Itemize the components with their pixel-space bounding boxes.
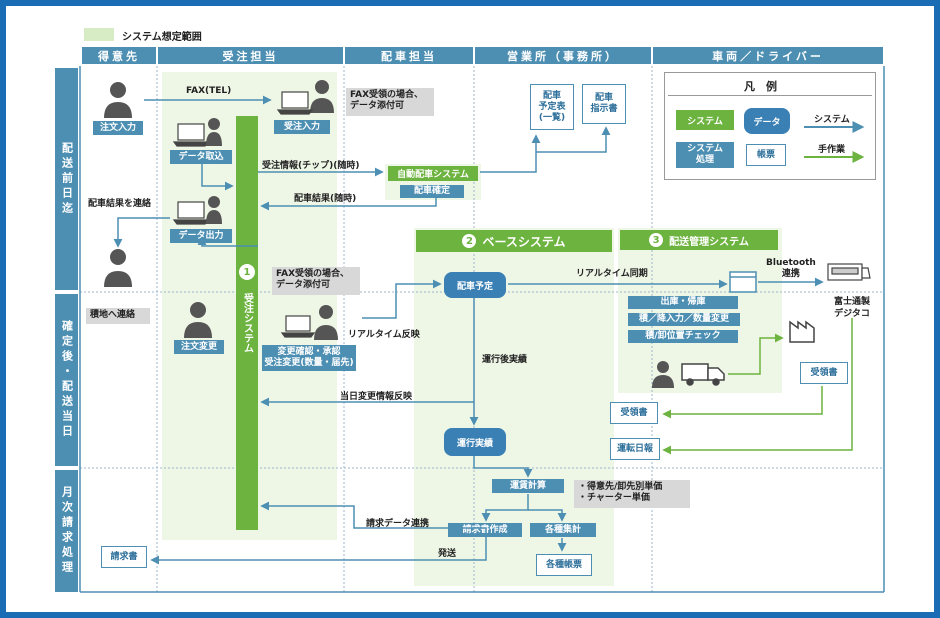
order-data-output: データ出力 <box>170 229 232 243</box>
base-system-title: ベースシステム <box>482 234 566 249</box>
dispatch-auto-system: 自動配車システム <box>388 166 478 181</box>
legend-data: データ <box>744 108 790 134</box>
lane-dispatch-staff: 配車担当 <box>345 47 473 64</box>
lane-office: 営業所（事務所） <box>475 47 651 64</box>
base-ledgers: 各種帳票 <box>536 554 592 576</box>
order-input: 受注入力 <box>274 120 330 134</box>
delivery-system-num: 3 <box>649 233 664 247</box>
laptop-icon-order-change <box>280 315 316 338</box>
scope-legend-swatch <box>84 28 114 41</box>
base-actual: 運行実績 <box>444 428 506 456</box>
factory-icon <box>789 320 815 343</box>
flow-dispatch-result: 配車結果(随時) <box>294 194 357 204</box>
delivery-item-out-return: 出庫・帰庫 <box>628 296 738 309</box>
person-icon-customer-result <box>104 249 132 287</box>
order-data-import: データ取込 <box>170 150 232 164</box>
person-icon-driver <box>652 361 674 388</box>
delivery-receipt: 受領書 <box>610 402 658 424</box>
flow-fax-tel: FAX(TEL) <box>186 86 232 96</box>
lane-order-staff: 受注担当 <box>158 47 343 64</box>
customer-order-change: 注文変更 <box>174 340 224 354</box>
legend-ledger: 帳票 <box>746 144 786 166</box>
order-fax-note2: FAX受領の場合、 データ添付可 <box>272 267 360 295</box>
flow-sameday-change: 当日変更情報反映 <box>340 392 413 402</box>
office-schedule-list: 配車 予定表 (一覧) <box>530 84 574 130</box>
person-icon-order-change <box>314 305 338 340</box>
delivery-item-position-check: 積/卸位置チェック <box>628 330 738 343</box>
order-system-bar <box>236 116 258 530</box>
row-monthly-billing: 月次請求処理 <box>55 470 78 592</box>
flow-realtime-sync: リアルタイム同期 <box>576 269 648 279</box>
order-system-num-text: 1 <box>243 266 251 278</box>
order-fax-note: FAX受領の場合、 データ添付可 <box>346 88 434 116</box>
base-aggregate: 各種集計 <box>530 523 596 537</box>
delivery-item-load-input: 積／降入力／数量変更 <box>628 313 740 326</box>
order-system-name: 受注システム <box>241 293 253 353</box>
office-instruction: 配車 指示書 <box>582 84 626 124</box>
lane-customer: 得意先 <box>82 47 156 64</box>
truck-icon <box>681 363 725 386</box>
flow-billing-data: 請求データ連携 <box>366 519 430 529</box>
lane-vehicle-driver: 車両／ドライバー <box>653 47 883 64</box>
digitaco-icon <box>827 263 871 281</box>
person-icon-order-staff <box>310 80 334 113</box>
legend-divider <box>668 95 872 96</box>
base-system-num: 2 <box>462 234 477 248</box>
order-system-num: 1 <box>239 264 255 280</box>
base-fare-calc: 運賃計算 <box>492 479 564 493</box>
laptop-icon-order-input <box>276 91 314 115</box>
customer-order-input: 注文入力 <box>93 121 143 135</box>
flow-send: 発送 <box>438 549 457 559</box>
delivery-receipt-driver: 受領書 <box>800 362 848 384</box>
base-plan: 配車予定 <box>444 272 506 298</box>
customer-invoice: 請求書 <box>101 546 147 568</box>
legend-system: システム <box>676 110 734 130</box>
flow-after-run: 運行後実績 <box>482 355 528 365</box>
delivery-system-header: 3 配送管理システム <box>620 230 778 250</box>
flow-bluetooth: Bluetooth 連携 <box>766 258 816 279</box>
customer-result-contact: 配車結果を連絡 <box>88 199 152 209</box>
legend-arrow-system-label: システム <box>814 115 850 125</box>
customer-loading-contact: 積地へ連絡 <box>86 308 150 324</box>
laptop-icon-data-import <box>172 118 222 147</box>
row-delivery-day: 確定後・配送当日 <box>55 294 78 466</box>
dispatch-confirm: 配車確定 <box>400 185 464 198</box>
legend-system-process: システム 処理 <box>676 142 734 168</box>
delivery-driving-report: 運転日報 <box>610 438 660 460</box>
legend-title: 凡 例 <box>744 80 777 93</box>
base-invoice-make: 請求書作成 <box>448 523 522 537</box>
flow-order-info: 受注情報(チップ)(随時) <box>262 161 360 171</box>
scope-legend-label: システム想定範囲 <box>122 32 202 43</box>
person-icon-customer-order <box>104 82 132 118</box>
window-icon-delivery-app <box>729 271 757 293</box>
base-system-header: 2 ベースシステム <box>416 230 612 252</box>
delivery-system-title: 配送管理システム <box>669 236 749 248</box>
legend-arrow-manual-label: 手作業 <box>818 145 846 155</box>
row-before-delivery: 配送前日迄 <box>55 68 78 290</box>
person-icon-customer-change <box>184 302 212 338</box>
base-fare-note: ・得意先/卸先別単価 ・チャーター単価 <box>574 480 690 508</box>
delivery-digitaco: 富士通製 デジタコ <box>834 297 871 319</box>
flow-realtime-reflect: リアルタイム反映 <box>348 330 420 340</box>
order-change-confirm: 変更確認・承認 受注変更(数量・届先) <box>262 345 356 371</box>
laptop-icon-data-output <box>172 196 222 225</box>
